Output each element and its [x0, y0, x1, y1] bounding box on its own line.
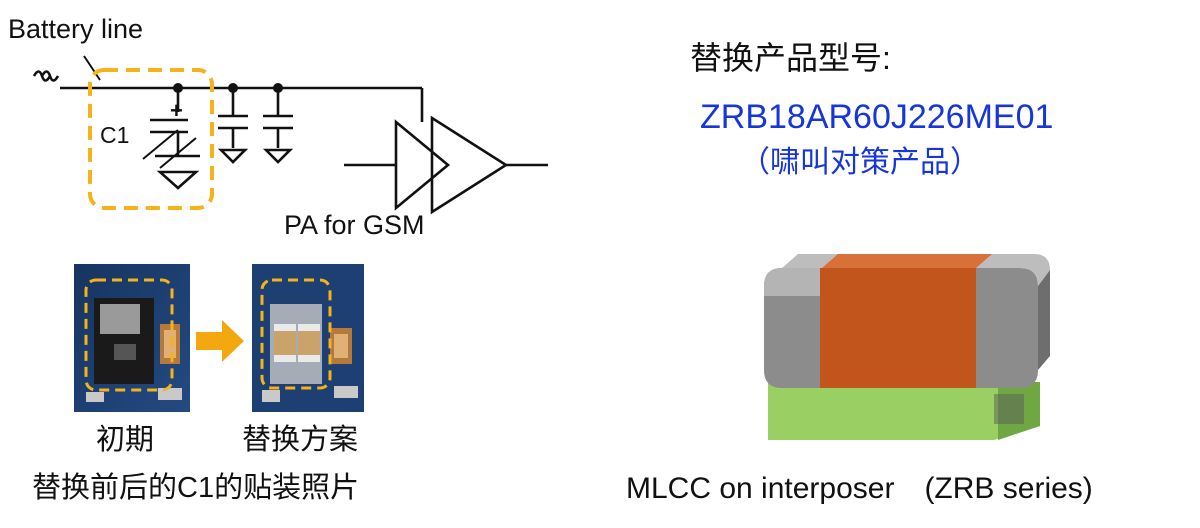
mlcc-chip — [274, 324, 296, 362]
battery-line-label: Battery line — [8, 14, 144, 44]
junction-dot — [228, 83, 238, 93]
part-number: ZRB18AR60J226ME01 — [700, 98, 1054, 136]
product-note: （啸叫对策产品） — [740, 146, 980, 179]
after-photo — [252, 264, 364, 412]
pa-output-triangle — [430, 115, 509, 215]
mlcc-terminal-right — [976, 268, 1038, 388]
c1-label: C1 — [100, 122, 130, 148]
polarity-plus: + — [170, 98, 183, 123]
circuit-schematic — [32, 55, 548, 215]
junction-dot — [173, 83, 183, 93]
mlcc-terminal-left — [764, 268, 822, 388]
after-caption: 替换方案 — [242, 424, 359, 456]
label-pointer — [83, 55, 101, 81]
before-photo — [74, 264, 190, 412]
junction-dot — [273, 83, 283, 93]
interposer — [768, 382, 1040, 440]
mlcc-caption: MLCC on interposer (ZRB series) — [626, 472, 1093, 505]
mlcc-on-interposer-illustration — [764, 254, 1050, 440]
pa-driver-triangle — [394, 119, 451, 211]
mlcc-body — [820, 268, 978, 388]
replacement-heading: 替换产品型号: — [690, 40, 891, 76]
c1-highlight-box — [88, 68, 214, 210]
replacement-arrow — [196, 320, 244, 362]
pa-label: PA for GSM — [284, 210, 425, 240]
before-caption: 初期 — [96, 424, 155, 456]
line-break-symbol — [32, 70, 60, 82]
mounting-photo-caption: 替换前后的C1的贴装照片 — [32, 472, 360, 504]
